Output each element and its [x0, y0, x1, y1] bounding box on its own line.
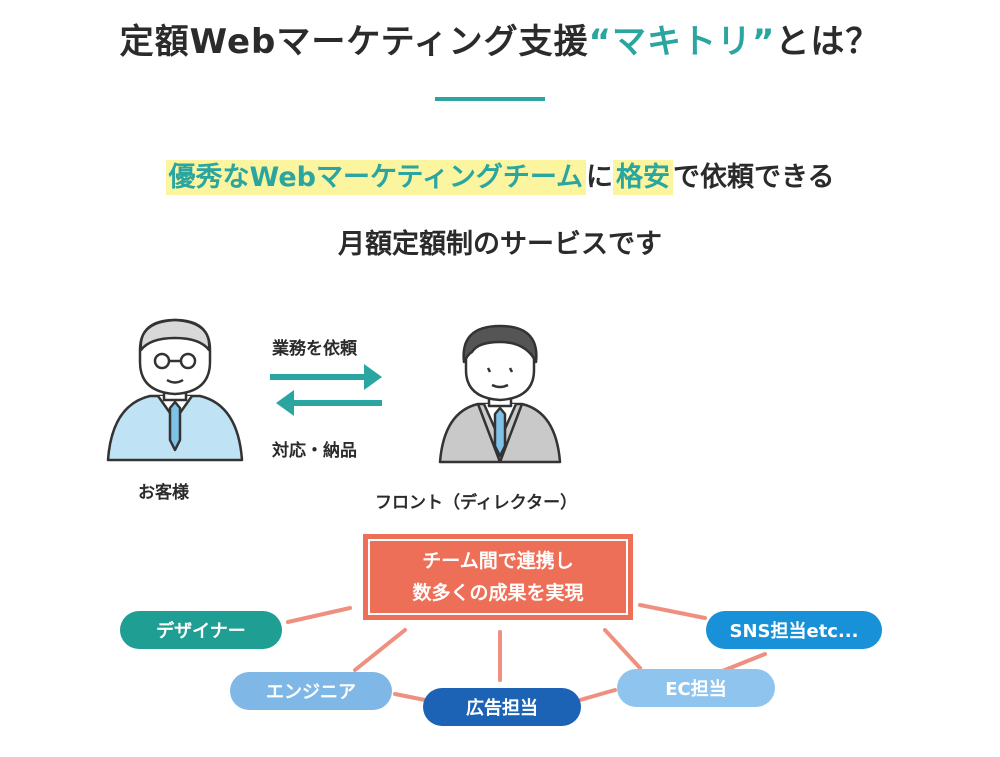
lead-line-1: 優秀なWebマーケティングチームに格安で依頼できる — [0, 155, 1000, 195]
front-label: フロント（ディレクター） — [375, 493, 578, 513]
lead-text-ni: に — [586, 162, 614, 193]
lead-text-end: で依頼できる — [673, 162, 835, 193]
lead-line-2: 月額定額制のサービスです — [338, 229, 662, 260]
role-designer: デザイナー — [120, 611, 282, 649]
connector-engineer-ads — [393, 692, 427, 702]
role-ec: EC担当 — [617, 669, 775, 707]
team-center-box: チーム間で連携し 数多くの成果を実現 — [363, 534, 633, 620]
request-label: 業務を依頼 — [272, 339, 357, 359]
center-line-2: 数多くの成果を実現 — [412, 582, 584, 604]
title-underline — [435, 97, 545, 101]
connector-ec-center — [603, 628, 642, 670]
connector-sns-center — [638, 603, 707, 620]
lead-highlight-cheap: 格安 — [613, 160, 674, 195]
request-arrow — [270, 364, 382, 390]
title-accent: “マキトリ” — [588, 22, 776, 62]
client-person-icon — [106, 318, 244, 462]
response-label: 対応・納品 — [272, 441, 357, 461]
team-center-frame: チーム間で連携し 数多くの成果を実現 — [368, 539, 628, 615]
center-line-1: チーム間で連携し — [422, 550, 574, 572]
client-label: お客様 — [138, 483, 189, 503]
role-engineer: エンジニア — [230, 672, 392, 710]
role-ads: 広告担当 — [423, 688, 581, 726]
title-prefix: 定額Webマーケティング支援 — [119, 22, 589, 62]
response-arrow — [276, 390, 382, 416]
role-sns: SNS担当etc... — [706, 611, 882, 649]
connector-engineer-center — [353, 628, 407, 672]
lead-highlight-team: 優秀なWebマーケティングチーム — [165, 160, 587, 195]
connector-designer — [286, 606, 352, 624]
connector-ads-ec — [578, 688, 617, 702]
page-title: 定額Webマーケティング支援“マキトリ”とは？ — [0, 14, 1000, 63]
director-person-icon — [438, 324, 562, 464]
title-suffix: とは？ — [775, 22, 881, 62]
